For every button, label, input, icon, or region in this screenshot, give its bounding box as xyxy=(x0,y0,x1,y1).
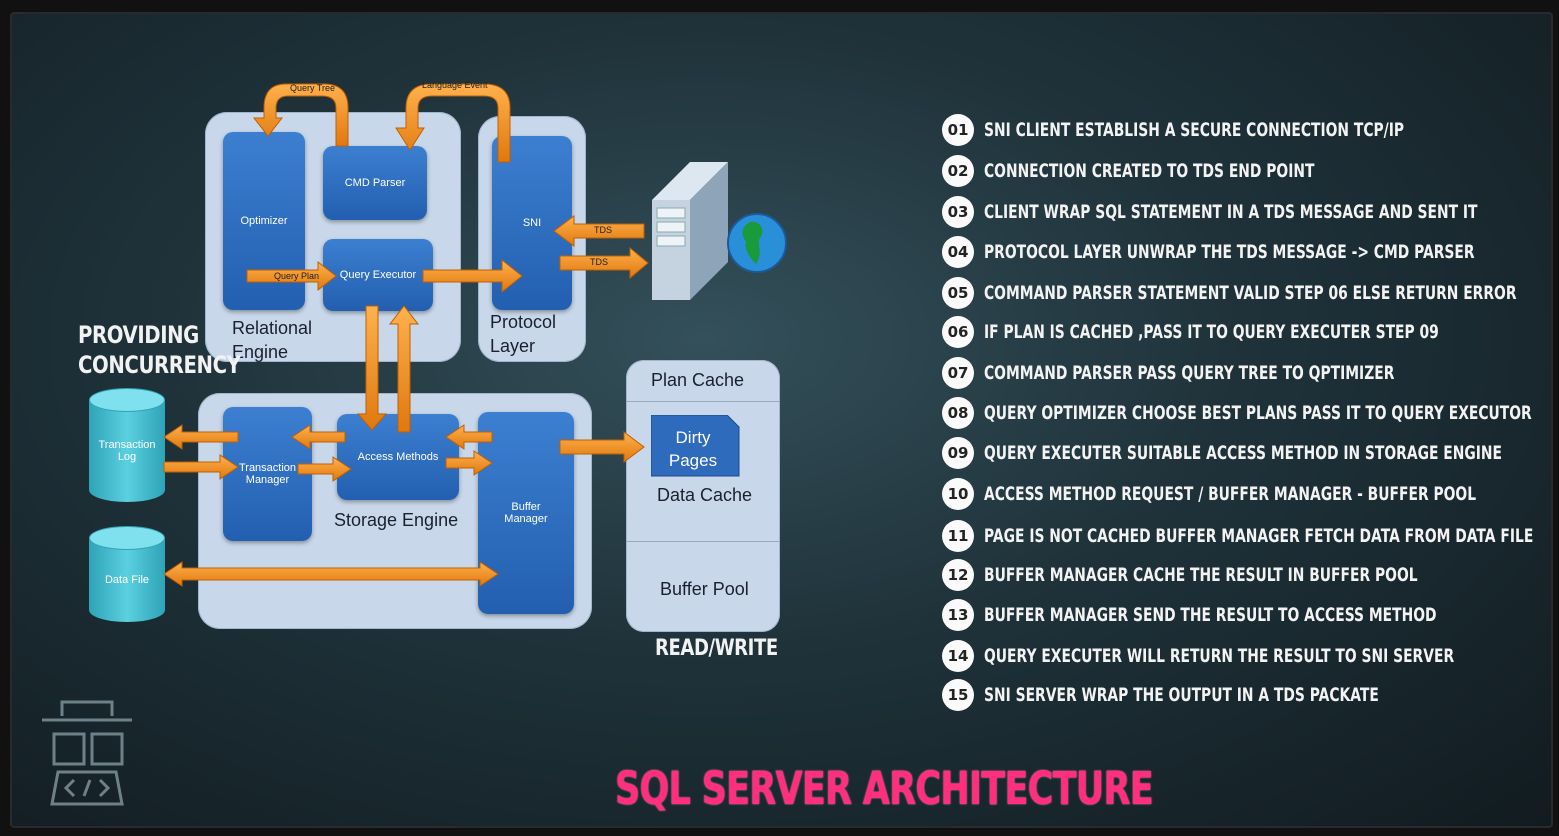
step-number-badge: 13 xyxy=(942,599,974,631)
server-icon xyxy=(652,162,728,300)
sni-label: SNI xyxy=(522,217,542,229)
datafile-buffer-arrow xyxy=(163,561,499,587)
step-text: QUERY EXECUTER SUITABLE ACCESS METHOD IN… xyxy=(984,442,1502,464)
step-text: BUFFER MANAGER SEND THE RESULT TO ACCESS… xyxy=(984,604,1437,626)
step-item: 02 CONNECTION CREATED TO TDS END POINT xyxy=(942,154,1437,188)
step-text: IF PLAN IS CACHED ,PASS IT TO QUERY EXEC… xyxy=(984,321,1439,343)
step-number-badge: 08 xyxy=(942,397,974,429)
executor-to-access-arrow xyxy=(356,305,388,431)
step-item: 08 QUERY OPTIMIZER CHOOSE BEST PLANS PASS… xyxy=(942,396,1559,430)
step-text: SNI SERVER WRAP THE OUTPUT IN A TDS PACK… xyxy=(984,684,1379,706)
step-number-badge: 11 xyxy=(942,520,974,552)
tm-to-access-arrow xyxy=(297,456,352,482)
query-executor-label: Query Executor xyxy=(339,269,417,281)
step-item: 01 SNI CLIENT ESTABLISH A SECURE CONNECTI… xyxy=(942,113,1559,147)
step-number-badge: 07 xyxy=(942,357,974,389)
step-text: QUERY OPTIMIZER CHOOSE BEST PLANS PASS I… xyxy=(984,402,1532,424)
language-event-arrow xyxy=(395,83,511,163)
optimizer-label: Optimizer xyxy=(240,215,288,227)
step-text: PAGE IS NOT CACHED BUFFER MANAGER FETCH … xyxy=(984,525,1534,547)
step-number-badge: 03 xyxy=(942,196,974,228)
buffer-to-cache-arrow xyxy=(559,431,645,463)
access-methods-label: Access Methods xyxy=(357,451,439,463)
query-plan-arrow xyxy=(246,260,337,292)
buffer-to-access-arrow xyxy=(445,424,493,450)
read-write-label: READ/WRITE xyxy=(655,636,778,661)
tds-out-arrow xyxy=(559,246,649,280)
step-item: 11 PAGE IS NOT CACHED BUFFER MANAGER FETC… xyxy=(942,519,1559,553)
step-number-badge: 01 xyxy=(942,114,974,146)
step-item: 04 PROTOCOL LAYER UNWRAP THE TDS MESSAGE … xyxy=(942,235,1559,269)
step-number-badge: 06 xyxy=(942,316,974,348)
step-number-badge: 02 xyxy=(942,155,974,187)
step-text: COMMAND PARSER PASS QUERY TREE TO QPTIMI… xyxy=(984,362,1395,384)
buffer-manager-block: Buffer Manager xyxy=(478,412,574,614)
query-plan-label: Query Plan xyxy=(274,271,320,281)
step-text: BUFFER MANAGER CACHE THE RESULT IN BUFFE… xyxy=(984,564,1418,586)
transaction-log-label: Transaction Log xyxy=(98,439,156,463)
cmd-parser-block: CMD Parser xyxy=(323,146,427,220)
cache-divider-bottom xyxy=(626,541,780,542)
step-number-badge: 09 xyxy=(942,437,974,469)
step-number-badge: 14 xyxy=(942,640,974,672)
globe-icon xyxy=(727,213,787,273)
step-text: COMMAND PARSER STATEMENT VALID STEP 06 E… xyxy=(984,282,1517,304)
cache-panel xyxy=(626,360,780,632)
tds-in-arrow xyxy=(553,215,645,247)
query-executor-block: Query Executor xyxy=(323,239,433,311)
step-number-badge: 05 xyxy=(942,277,974,309)
step-text: CLIENT WRAP SQL STATEMENT IN A TDS MESSA… xyxy=(984,201,1478,223)
developer-logo-icon xyxy=(42,700,132,806)
step-text: PROTOCOL LAYER UNWRAP THE TDS MESSAGE ->… xyxy=(984,241,1475,263)
step-text: SNI CLIENT ESTABLISH A SECURE CONNECTION… xyxy=(984,119,1405,141)
step-item: 09 QUERY EXECUTER SUITABLE ACCESS METHOD … xyxy=(942,436,1559,470)
cmd-parser-label: CMD Parser xyxy=(344,177,406,189)
step-number-badge: 04 xyxy=(942,236,974,268)
transaction-manager-label: Transaction Manager xyxy=(238,462,297,486)
page-title: SQL SERVER ARCHITECTURE xyxy=(615,762,1154,815)
step-item: 10 ACCESS METHOD REQUEST / BUFFER MANAGER… xyxy=(942,477,1559,511)
step-item: 14 QUERY EXECUTER WILL RETURN THE RESULT … xyxy=(942,639,1559,673)
access-to-buffer-arrow xyxy=(445,450,493,476)
step-number-badge: 12 xyxy=(942,559,974,591)
transaction-log-cylinder: Transaction Log xyxy=(89,388,165,502)
step-text: QUERY EXECUTER WILL RETURN THE RESULT TO… xyxy=(984,645,1455,667)
query-tree-arrow xyxy=(252,83,349,147)
buffer-pool-label: Buffer Pool xyxy=(660,579,749,599)
tm-to-log-arrow xyxy=(163,424,239,450)
query-tree-label: Query Tree xyxy=(290,83,336,93)
step-item: 06 IF PLAN IS CACHED ,PASS IT TO QUERY EX… xyxy=(942,315,1559,349)
access-to-executor-arrow xyxy=(388,305,420,433)
log-to-tm-arrow xyxy=(163,454,239,480)
transaction-manager-block: Transaction Manager xyxy=(223,407,312,541)
buffer-manager-label: Buffer Manager xyxy=(504,501,548,525)
executor-to-sni-arrow xyxy=(422,258,523,294)
storage-engine-label: Storage Engine xyxy=(334,510,459,530)
step-item: 15 SNI SERVER WRAP THE OUTPUT IN A TDS PA… xyxy=(942,678,1525,712)
step-text: ACCESS METHOD REQUEST / BUFFER MANAGER -… xyxy=(984,483,1477,505)
step-item: 13 BUFFER MANAGER SEND THE RESULT TO ACCE… xyxy=(942,598,1559,632)
step-number-badge: 10 xyxy=(942,478,974,510)
dirty-pages-icon xyxy=(651,415,740,477)
access-to-tm-arrow xyxy=(291,424,346,450)
tds-in-label: TDS xyxy=(594,225,612,235)
tds-out-label: TDS xyxy=(590,257,608,267)
data-file-cylinder: Data File xyxy=(89,526,165,622)
step-item: 12 BUFFER MANAGER CACHE THE RESULT IN BUF… xyxy=(942,558,1559,592)
data-file-label: Data File xyxy=(104,574,150,586)
step-number-badge: 15 xyxy=(942,679,974,711)
language-event-label: Language Event xyxy=(422,80,488,90)
step-item: 03 CLIENT WRAP SQL STATEMENT IN A TDS MES… xyxy=(942,195,1559,229)
step-item: 07 COMMAND PARSER PASS QUERY TREE TO QPTI… xyxy=(942,356,1546,390)
providing-concurrency-label: PROVIDING CONCURRENCY xyxy=(78,321,241,379)
data-cache-label: Data Cache xyxy=(657,485,753,505)
step-text: CONNECTION CREATED TO TDS END POINT xyxy=(984,160,1315,182)
cache-divider-top xyxy=(626,401,780,402)
plan-cache-label: Plan Cache xyxy=(651,370,745,390)
step-item: 05 COMMAND PARSER STATEMENT VALID STEP 06… xyxy=(942,276,1559,310)
